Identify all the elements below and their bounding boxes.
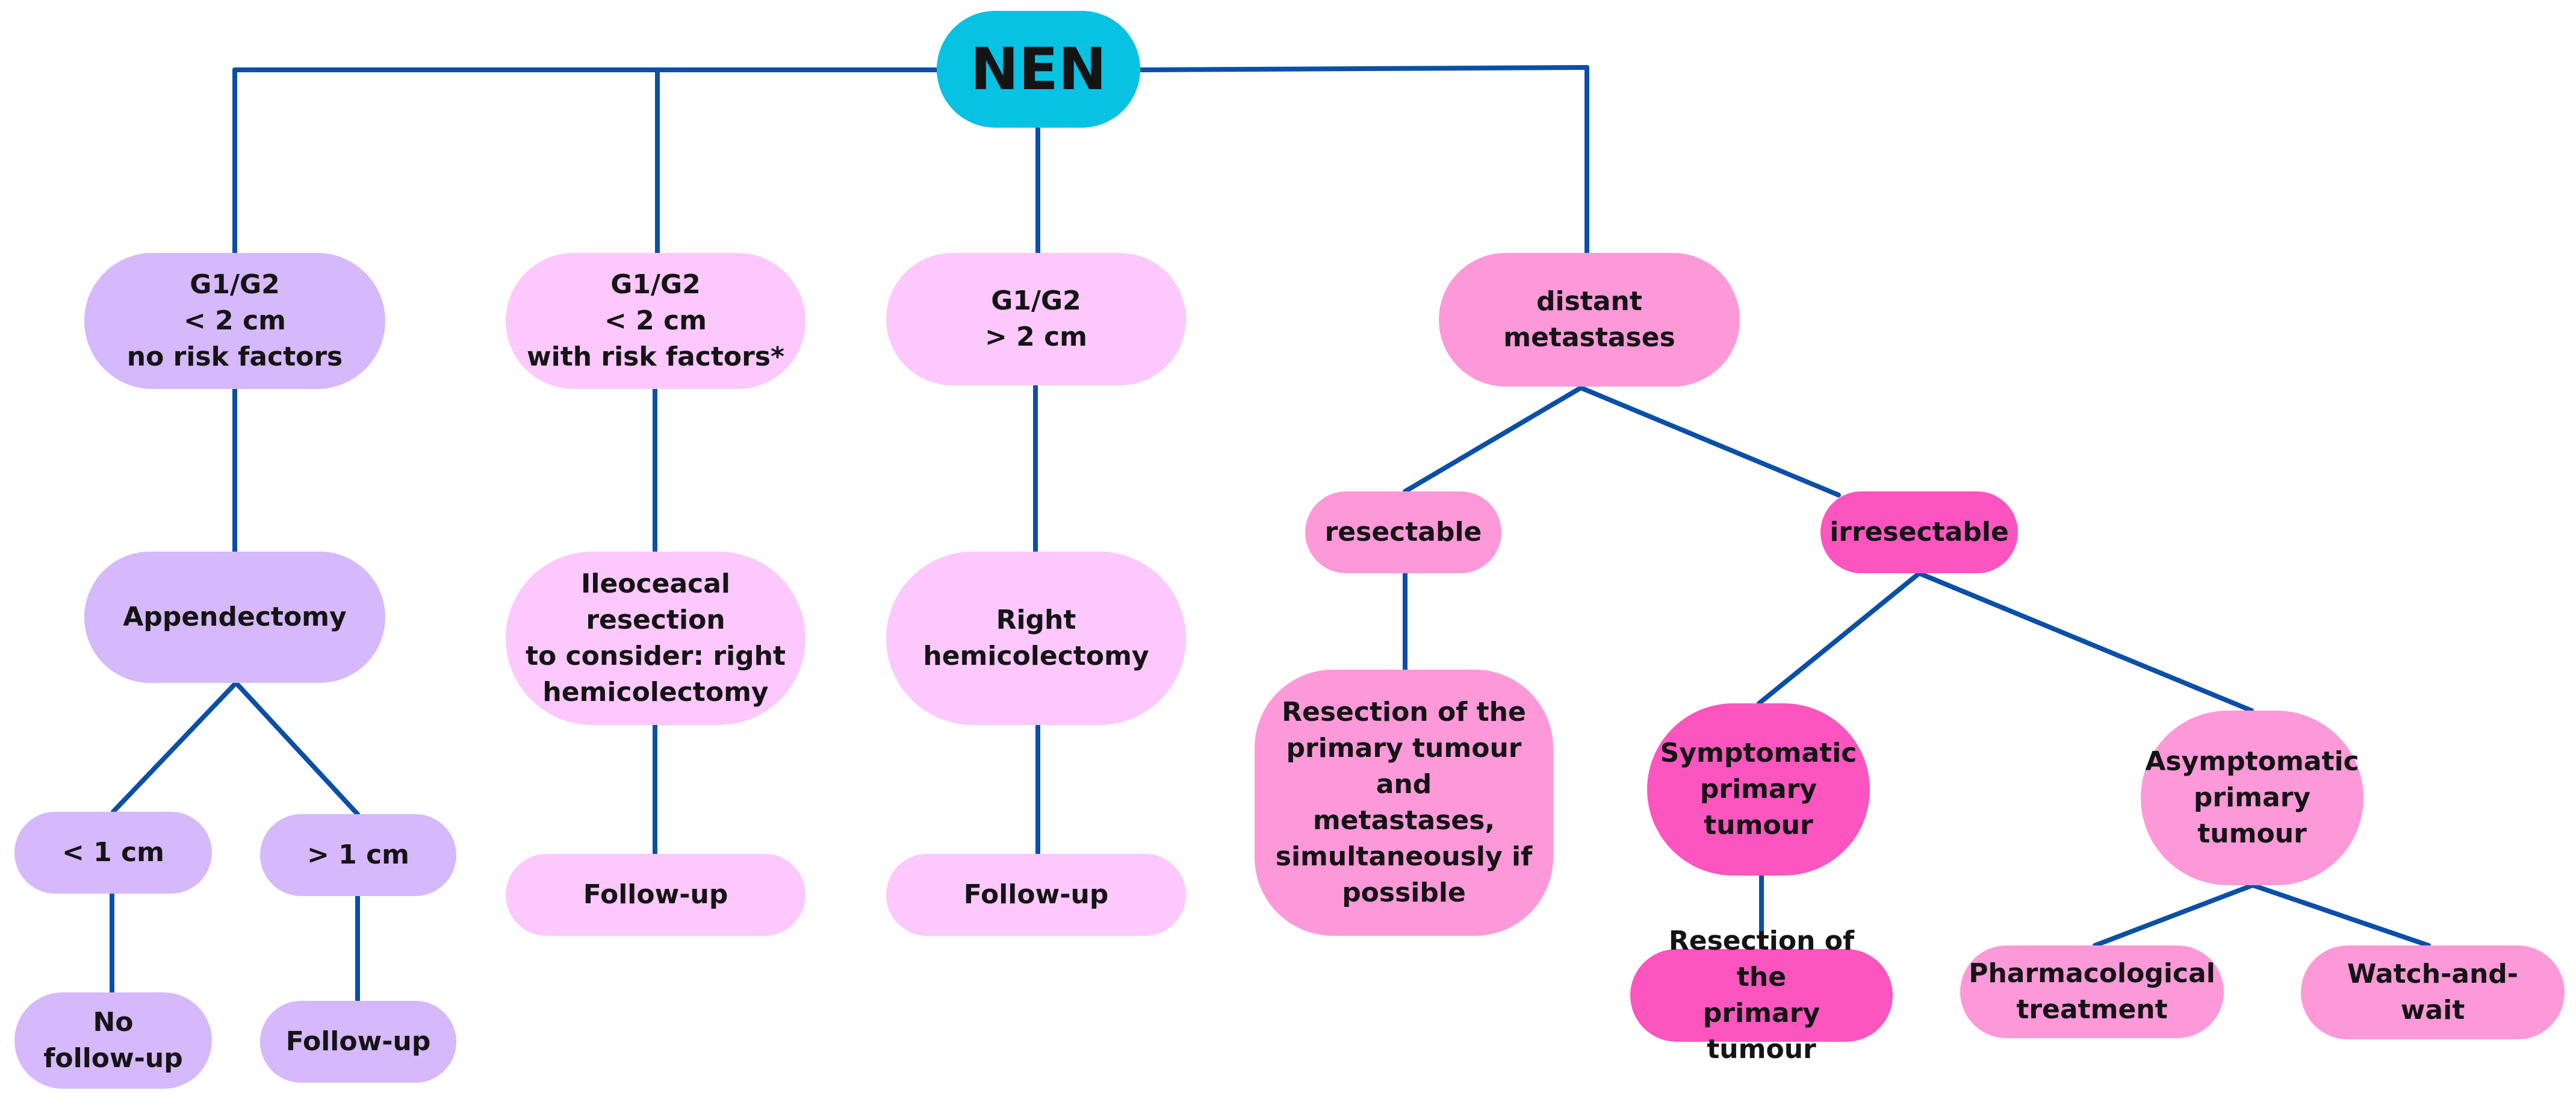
edge-to-gt1cm xyxy=(234,680,360,817)
node-resection-primary: Resection of the primary tumour xyxy=(1630,926,1893,1065)
node-resection-primary-metastases: Resection of the primary tumour and meta… xyxy=(1255,670,1553,936)
node-appendectomy: Appendectomy xyxy=(84,552,385,683)
node-less-than-1cm: < 1 cm xyxy=(14,812,212,894)
edge-to-asymptomatic xyxy=(1917,571,2254,713)
node-irresectable: irresectable xyxy=(1820,491,2018,573)
node-nen: NEN xyxy=(937,11,1140,128)
node-more-than-1cm: > 1 cm xyxy=(260,814,456,896)
edge-to-irresectable xyxy=(1578,385,1841,497)
node-watch-and-wait: Watch-and-wait xyxy=(2301,945,2565,1039)
edge-to-resectable xyxy=(1403,385,1583,494)
edge-to-symptomatic xyxy=(1757,571,1922,706)
node-asymptomatic-tumour: Asymptomatic primary tumour xyxy=(2141,711,2363,885)
edge-to-pharmacological xyxy=(2093,883,2255,948)
node-g1g2-small-risk: G1/G2 < 2 cm with risk factors* xyxy=(506,253,805,389)
node-right-hemicolectomy: Right hemicolectomy xyxy=(886,552,1186,725)
edge-to-watch-and-wait xyxy=(2250,883,2431,948)
node-g1g2-small-no-risk: G1/G2 < 2 cm no risk factors xyxy=(84,253,385,389)
node-no-follow-up: No follow-up xyxy=(14,992,212,1089)
node-symptomatic-tumour: Symptomatic primary tumour xyxy=(1647,703,1870,876)
edge-to-lt1cm xyxy=(111,680,238,814)
node-g1g2-large: G1/G2 > 2 cm xyxy=(886,253,1186,385)
node-ileoceacal-resection: Ileoceacal resection to consider: right … xyxy=(506,552,805,725)
node-follow-up-gt1cm: Follow-up xyxy=(260,1001,456,1083)
node-distant-metastases: distant metastases xyxy=(1439,253,1740,387)
node-pharmacological-treatment: Pharmacological treatment xyxy=(1960,945,2224,1038)
node-resectable: resectable xyxy=(1305,491,1501,573)
edge-top-bar-right xyxy=(1138,65,1589,72)
node-follow-up-hemicolectomy: Follow-up xyxy=(886,854,1186,936)
node-follow-up-ileoceacal: Follow-up xyxy=(506,854,805,936)
